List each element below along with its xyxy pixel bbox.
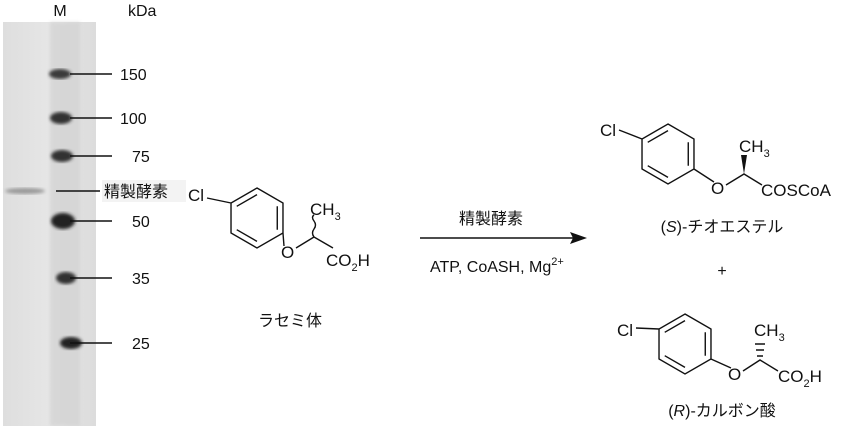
hash-bond xyxy=(755,343,765,357)
racemic-substrate: Cl O CH3 CO2H ラセミ体 xyxy=(188,186,370,330)
marker-label-100: 100 xyxy=(120,111,147,128)
cl-atom: Cl xyxy=(600,121,616,140)
gel-background xyxy=(3,22,96,426)
marker-band-35 xyxy=(56,272,76,284)
o-atom: O xyxy=(281,243,294,262)
carboxyl-group: CO2H xyxy=(326,251,370,274)
enzyme-label-bg xyxy=(102,180,186,202)
arrow-head-icon xyxy=(570,232,587,244)
thioester-group: COSCoA xyxy=(761,181,832,200)
methyl-group: CH3 xyxy=(310,200,341,223)
o-atom: O xyxy=(711,179,724,198)
marker-label-150: 150 xyxy=(120,67,147,84)
marker-label-35: 35 xyxy=(132,271,150,288)
methyl-group: CH3 xyxy=(754,321,785,344)
enzyme-band xyxy=(5,188,45,194)
product2-name: (R)-カルボン酸 xyxy=(668,402,776,420)
arrow-enzyme-label: 精製酵素 xyxy=(459,210,523,228)
unit-label: kDa xyxy=(128,3,157,20)
marker-label-75: 75 xyxy=(132,149,150,166)
plus-sign: + xyxy=(717,263,726,280)
s-thioester: Cl O CH3 COSCoA (S)-チオエステル xyxy=(600,121,832,236)
marker-band-150 xyxy=(49,69,71,79)
marker-label-25: 25 xyxy=(132,336,150,353)
benzene-ring xyxy=(206,187,285,249)
r-carboxylic-acid: Cl O CH3 CO2H (R)-カルボン酸 xyxy=(617,313,822,420)
enzyme-label: 精製酵素 xyxy=(104,183,168,201)
cl-atom: Cl xyxy=(617,321,633,340)
carboxyl-group: CO2H xyxy=(778,367,822,390)
chain-bonds xyxy=(742,359,779,372)
cl-atom: Cl xyxy=(188,186,204,205)
marker-label-50: 50 xyxy=(132,214,150,231)
lane-label: M xyxy=(53,3,66,20)
benzene-ring xyxy=(635,313,732,375)
arrow-conditions: ATP, CoASH, Mg2+ xyxy=(430,256,564,276)
sds-page-gel: M kDa 150 100 75 50 35 25 精製酵素 xyxy=(3,3,186,426)
racemic-bonds xyxy=(295,214,334,249)
wedge-bond xyxy=(741,155,747,174)
chain-bonds xyxy=(725,173,763,186)
o-atom: O xyxy=(728,365,741,384)
marker-band-100 xyxy=(50,112,72,124)
marker-band-75 xyxy=(51,150,73,162)
reaction-arrow: 精製酵素 ATP, CoASH, Mg2+ xyxy=(420,210,587,276)
benzene-ring xyxy=(618,123,715,185)
substrate-name: ラセミ体 xyxy=(258,312,322,330)
methyl-group: CH3 xyxy=(739,137,770,160)
product1-name: (S)-チオエステル xyxy=(661,219,784,236)
marker-band-50 xyxy=(51,213,75,229)
